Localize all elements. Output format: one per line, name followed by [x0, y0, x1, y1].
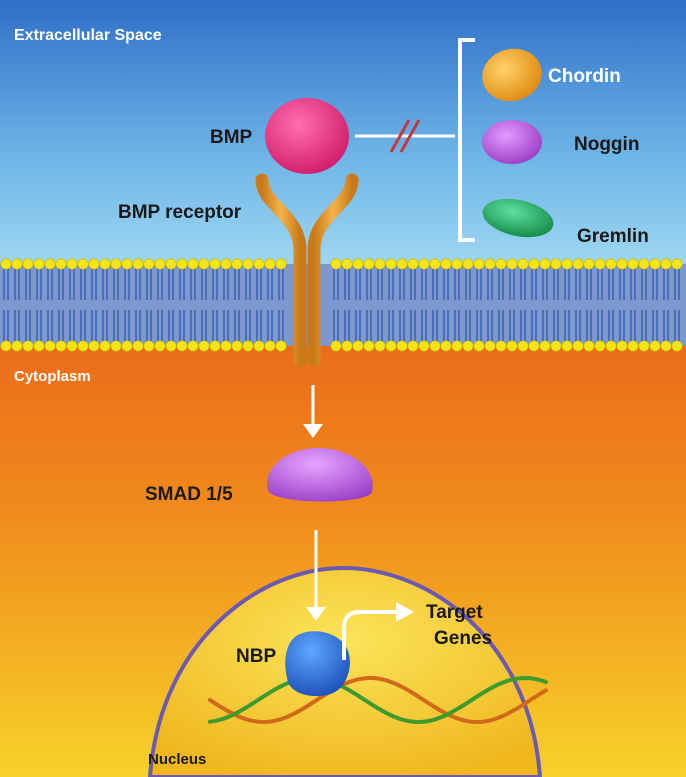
transcription-arrow	[342, 602, 414, 660]
nbp-label: NBP	[236, 646, 276, 667]
dna-double-helix	[208, 675, 548, 725]
arrow-smad-to-nbp	[306, 530, 326, 621]
arrow-receptor-to-smad	[303, 385, 323, 438]
bmp-ligand	[265, 98, 349, 174]
bmp-receptor	[255, 173, 359, 367]
bmp-label: BMP	[210, 127, 253, 148]
smad-protein	[267, 448, 373, 502]
smad-label: SMAD 1/5	[145, 484, 233, 505]
antagonist-bracket	[458, 38, 475, 242]
chordin-label: Chordin	[548, 66, 621, 87]
gremlin-label: Gremlin	[577, 226, 649, 247]
nucleus-label: Nucleus	[148, 751, 206, 768]
extracellular-label: Extracellular Space	[14, 27, 162, 44]
inhibition-link	[355, 119, 455, 153]
noggin-molecule	[482, 120, 542, 164]
cytoplasm-label: Cytoplasm	[14, 368, 91, 385]
target-label-line2: Genes	[434, 628, 492, 649]
receptor-label: BMP receptor	[118, 202, 242, 223]
gremlin-molecule	[482, 198, 554, 238]
noggin-label: Noggin	[574, 134, 639, 155]
nbp-protein	[285, 631, 350, 697]
cell-membrane	[0, 258, 686, 352]
chordin-molecule	[482, 48, 542, 102]
target-label-line1: Target	[426, 602, 483, 623]
